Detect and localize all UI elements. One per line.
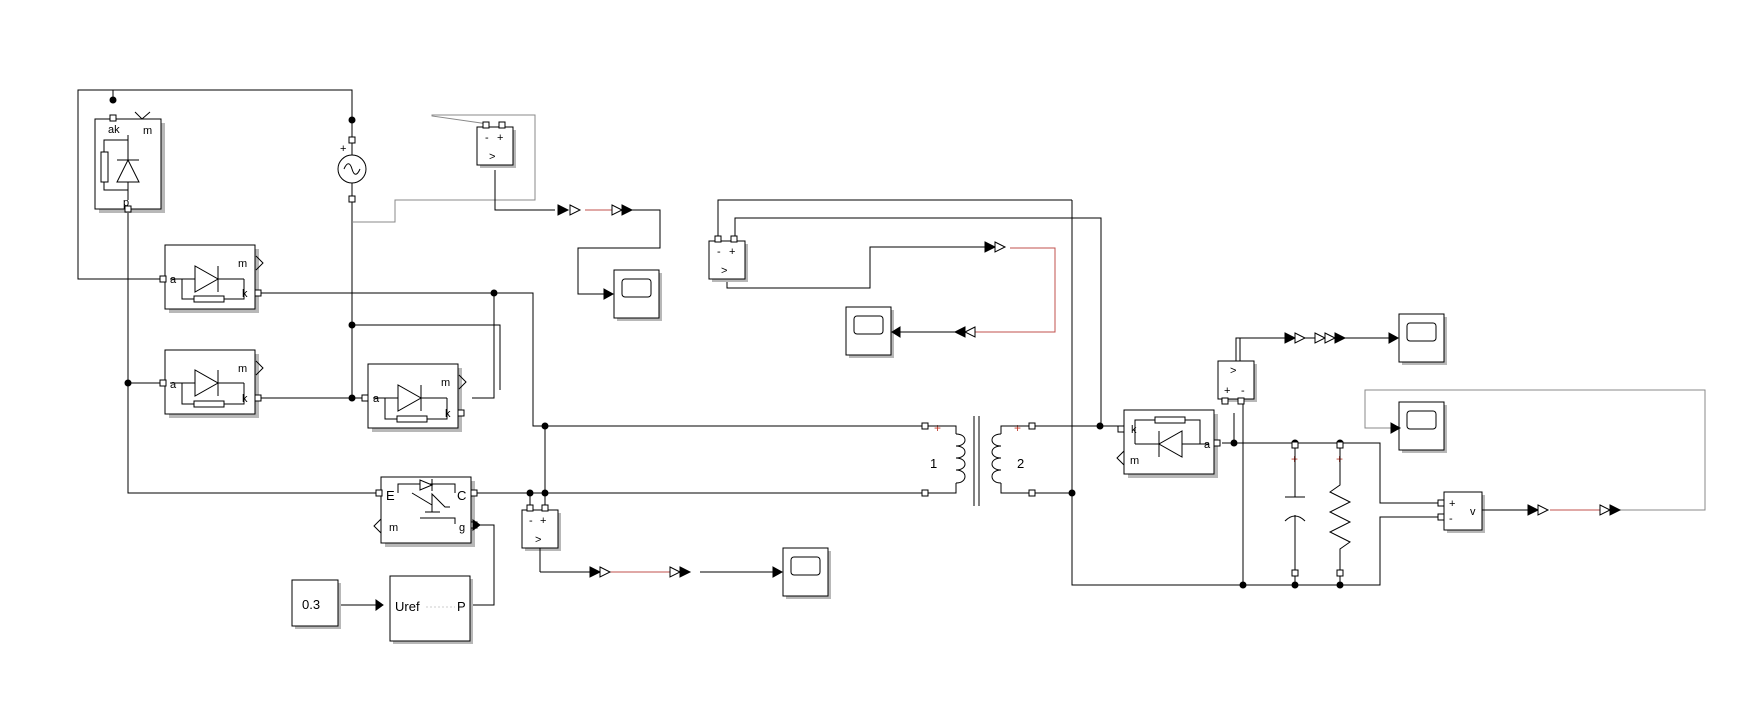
voltage-measurement-2[interactable]: - + > <box>708 235 748 282</box>
igbt-block[interactable]: E C m g <box>373 476 478 547</box>
transformer-winding-2: 2 <box>1017 456 1024 471</box>
diode4-label-m: m <box>1130 455 1139 467</box>
diode2-label-a: a <box>170 379 177 391</box>
signal-wires-gray <box>540 331 975 573</box>
diode1-label-k: k <box>242 288 248 300</box>
pwm-input-label: Uref <box>395 599 420 614</box>
vm1-minus: - <box>485 132 489 144</box>
scope-5[interactable] <box>1390 401 1447 453</box>
constant-value: 0.3 <box>302 597 320 612</box>
vm1-plus: + <box>497 132 503 144</box>
diode-block-3[interactable]: a m k <box>361 363 467 432</box>
transformer-winding-1: 1 <box>930 456 937 471</box>
voltage-measurement-1[interactable]: - + > <box>476 121 516 168</box>
pwm-output-label: P <box>457 599 466 614</box>
vm3-output: > <box>535 534 541 546</box>
transformer-plus-1: + <box>934 421 941 435</box>
scope-3[interactable] <box>772 547 831 599</box>
diode3-label-a: a <box>373 393 380 405</box>
junction-dots <box>109 96 1344 589</box>
igbt-label-g: g <box>459 522 465 534</box>
diode2-label-m: m <box>238 363 247 375</box>
goto-tag-3[interactable] <box>589 566 692 578</box>
capacitor[interactable]: + <box>1284 441 1306 577</box>
scope-1[interactable] <box>603 269 662 321</box>
diode-block-2[interactable]: a m k <box>159 349 264 418</box>
goto-tag-1[interactable] <box>557 204 634 216</box>
resistor[interactable]: + <box>1328 441 1352 577</box>
diode-block-4[interactable]: k m a <box>1116 409 1221 478</box>
diode-block-1[interactable]: a m k <box>159 244 264 313</box>
thyristor-label-m: m <box>143 125 152 137</box>
igbt-label-m: m <box>389 522 398 534</box>
vm4-minus: - <box>1241 385 1245 397</box>
voltage-measurement-3[interactable]: - + > <box>521 504 561 572</box>
goto-tag-5[interactable] <box>1527 504 1622 516</box>
linear-transformer[interactable]: + + 1 2 <box>921 416 1036 506</box>
vm4-output: > <box>1230 365 1236 377</box>
thyristor-label-ak: ak <box>108 124 120 136</box>
transformer-plus-2: + <box>1014 421 1021 435</box>
scope-2[interactable] <box>845 306 901 358</box>
vm2-plus: + <box>729 246 735 258</box>
thyristor-block[interactable]: ak m p <box>94 111 165 213</box>
diode2-label-k: k <box>242 393 248 405</box>
voltage-measurement-5[interactable]: + - v <box>1437 491 1528 533</box>
vm4-plus: + <box>1224 385 1230 397</box>
diode1-label-a: a <box>170 274 177 286</box>
diode4-label-k: k <box>1131 424 1137 436</box>
scope-4[interactable] <box>1388 313 1447 365</box>
goto-tag-2[interactable] <box>984 241 1007 253</box>
pwm-generator-block[interactable]: Uref P <box>389 519 481 644</box>
from-tag-2[interactable] <box>953 326 976 338</box>
ac-source-plus: + <box>340 143 346 155</box>
vm3-plus: + <box>540 515 546 527</box>
diode4-label-a: a <box>1204 439 1211 451</box>
thyristor-label-p: p <box>123 197 129 209</box>
vm5-minus: - <box>1449 513 1453 525</box>
diode1-label-m: m <box>238 258 247 270</box>
diode3-label-k: k <box>445 408 451 420</box>
vm5-output: v <box>1470 506 1476 518</box>
diode3-label-m: m <box>441 377 450 389</box>
vm3-minus: - <box>529 515 533 527</box>
igbt-label-c: C <box>457 488 466 503</box>
vm2-output: > <box>721 265 727 277</box>
wires <box>77 89 1706 606</box>
constant-block[interactable]: 0.3 <box>291 579 384 629</box>
vm1-output: > <box>489 151 495 163</box>
vm2-minus: - <box>717 246 721 258</box>
ac-voltage-source[interactable]: + <box>337 136 367 203</box>
voltage-measurement-4[interactable]: > + - <box>1217 337 1285 405</box>
goto-tag-4[interactable] <box>1284 332 1392 344</box>
igbt-label-e: E <box>386 488 395 503</box>
vm5-plus: + <box>1449 498 1455 510</box>
